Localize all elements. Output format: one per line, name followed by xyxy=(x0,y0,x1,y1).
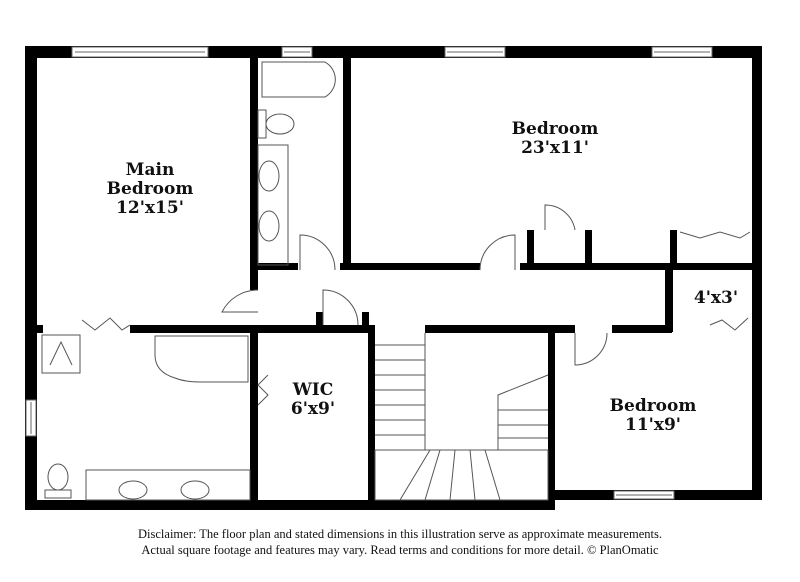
main-bedroom-size: 12'x15' xyxy=(116,198,184,218)
toilet-icon xyxy=(257,109,267,139)
bedroom-small-name: Bedroom xyxy=(610,396,697,416)
doors xyxy=(81,204,751,406)
wic-name: WIC xyxy=(292,380,334,400)
windows xyxy=(25,46,713,500)
fixtures xyxy=(41,61,336,501)
bedroom-large-name: Bedroom xyxy=(512,119,599,139)
bathtub-icon xyxy=(261,61,336,98)
floor-plan-drawing: Main Bedroom 12'x15' Bedroom 23'x11' 4'x… xyxy=(25,46,762,510)
stairs xyxy=(374,333,549,501)
disclaimer-line-2: Actual square footage and features may v… xyxy=(141,543,659,557)
sink-icon xyxy=(258,210,280,242)
room-labels: Main Bedroom 12'x15' Bedroom 23'x11' 4'x… xyxy=(107,119,738,435)
main-bedroom-name: Main xyxy=(126,160,175,180)
toilet-icon xyxy=(44,489,72,499)
bedroom-small-size: 11'x9' xyxy=(625,415,681,435)
main-bedroom-name: Bedroom xyxy=(107,179,194,199)
sink-icon xyxy=(258,160,280,192)
disclaimer-line-1: Disclaimer: The floor plan and stated di… xyxy=(138,527,662,541)
shower-icon xyxy=(41,334,81,374)
sink-icon xyxy=(118,480,148,500)
closet-size: 4'x3' xyxy=(694,288,738,308)
walls xyxy=(25,46,762,510)
bathtub-icon xyxy=(154,335,249,383)
wic-size: 6'x9' xyxy=(291,399,335,419)
bedroom-large-size: 23'x11' xyxy=(521,138,589,158)
sink-icon xyxy=(180,480,210,500)
